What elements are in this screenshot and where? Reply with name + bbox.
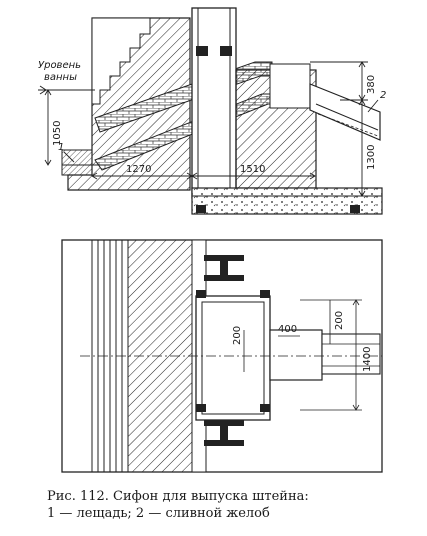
ref-label-1: 1 (58, 142, 64, 153)
dim-1400: 1400 (362, 347, 373, 372)
steel-column (191, 7, 237, 199)
section-view (38, 7, 383, 215)
dim-1050: 1050 (52, 121, 63, 146)
dim-400: 400 (278, 324, 297, 335)
caption-line-1: Рис. 112. Сифон для выпуска штейна: (47, 489, 309, 504)
plan-wall-layers (91, 240, 123, 472)
figure-caption: Рис. 112. Сифон для выпуска штейна: 1 — … (47, 488, 417, 522)
dim-200-left: 200 (232, 326, 243, 345)
launder (309, 83, 381, 141)
bath-level-label-line2: ванны (44, 72, 77, 83)
hearth-layer (61, 149, 93, 176)
dim-1510: 1510 (240, 164, 265, 175)
dim-1270: 1270 (126, 164, 151, 175)
caption-line-2: 1 — лещадь; 2 — сливной желоб (47, 506, 270, 521)
dim-200-right: 200 (334, 311, 345, 330)
plan-outlet (269, 329, 323, 381)
dim-1300: 1300 (366, 145, 377, 170)
bath-level-label-line1: Уровень (38, 60, 81, 71)
plan-beams (204, 255, 244, 446)
dim-380: 380 (366, 75, 377, 94)
plan-launder (321, 333, 381, 375)
plan-view (61, 239, 383, 473)
ref-label-2: 2 (380, 90, 386, 101)
